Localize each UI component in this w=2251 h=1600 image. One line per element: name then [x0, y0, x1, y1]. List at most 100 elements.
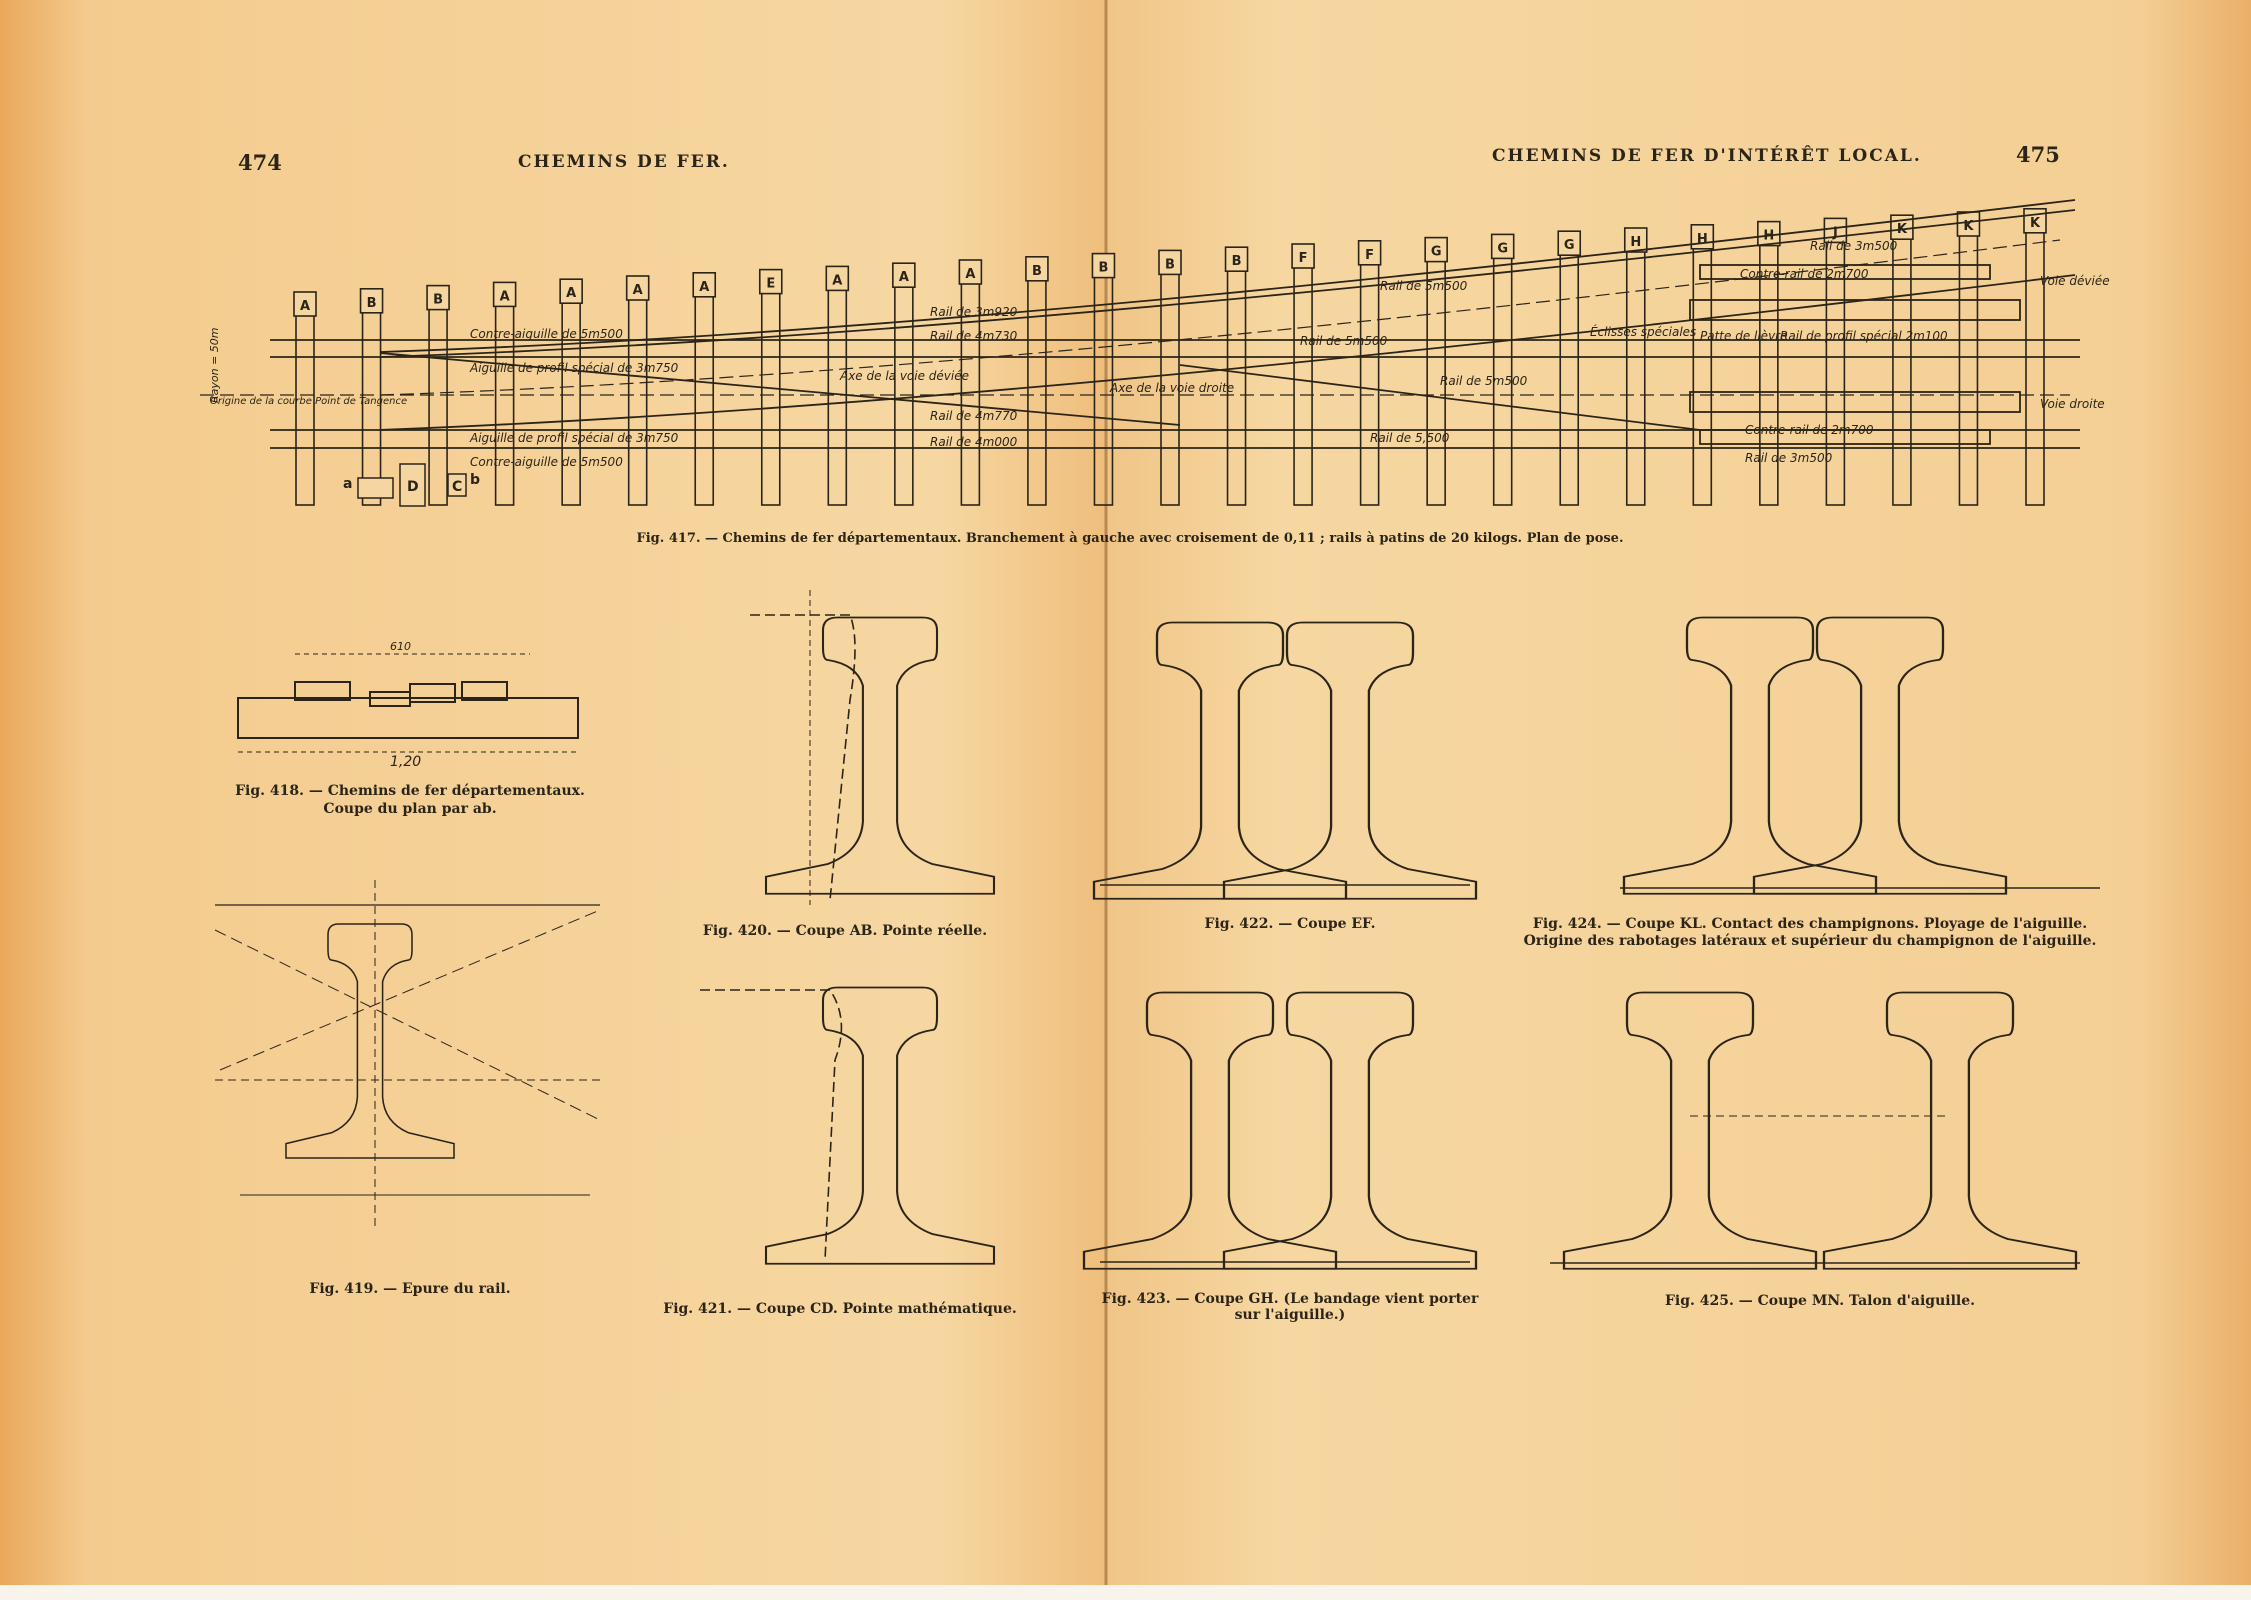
- sleeper-letter: G: [1564, 238, 1575, 253]
- sleeper-letter-box: [758, 268, 783, 295]
- caption-fig424-line2: Origine des rabotages latéraux et supéri…: [1523, 933, 2097, 949]
- label-origine-courbe: Origine de la courbe Point de Tangence: [210, 396, 407, 407]
- fig424-rail-section: [1620, 616, 2100, 895]
- sleeper-letter-box: [692, 271, 717, 298]
- fig418-section-drawing: 610 1,20: [237, 640, 579, 770]
- fig420-rail-section: [750, 590, 996, 905]
- sleeper-letter-box: [825, 265, 850, 292]
- sleeper-letter-box: [359, 287, 384, 314]
- label-eclisses-speciales: Éclisses spéciales: [1590, 324, 1696, 339]
- label-rail-3500-bottom: Rail de 3m500: [1745, 451, 1833, 465]
- label-contre-rail-bottom: Contre-rail de 2m700: [1745, 423, 1874, 437]
- sleeper-letter-box: [958, 259, 983, 285]
- plan-rails: [270, 199, 2080, 449]
- sleeper-letter: G: [1431, 245, 1442, 260]
- label-axe-voie-deviee: Axe de la voie déviée: [839, 369, 969, 383]
- plan-axis-lines: [200, 239, 2070, 396]
- label-rail-profil-special: Rail de profil spécial 2m100: [1780, 329, 1948, 343]
- label-aiguille-top: Aiguille de profil spécial de 3m750: [469, 361, 679, 375]
- section-letter-c: C: [452, 479, 462, 495]
- sleeper-letter-box: [1091, 252, 1116, 279]
- page-number-left: 474: [238, 150, 282, 175]
- sleeper-letter-box: [1557, 230, 1582, 256]
- sleeper-letter: J: [1832, 225, 1838, 240]
- sleeper-letter-box: [892, 262, 916, 289]
- sleeper-letter: B: [1032, 264, 1042, 279]
- label-aiguille-bottom: Aiguille de profil spécial de 3m750: [469, 431, 679, 445]
- sleeper-letter: K: [2030, 216, 2041, 231]
- fig421-rail-section: [700, 986, 996, 1265]
- fig418-dimension-bottom: 1,20: [390, 754, 421, 770]
- fig423-rail-section: [1082, 991, 1478, 1270]
- caption-fig418-line2: Coupe du plan par ab.: [323, 801, 497, 817]
- label-rail-5500-a: Rail de 5m500: [1380, 279, 1468, 293]
- fig425-rail-section: [1550, 991, 2080, 1270]
- sleeper-letter: H: [1630, 235, 1641, 250]
- sleeper-letter: B: [1232, 254, 1242, 269]
- sleeper-letter-box: [625, 275, 650, 301]
- sleeper-letter: A: [832, 273, 842, 288]
- sleeper-letter-box: [1291, 243, 1315, 269]
- sleeper-letter: A: [300, 299, 310, 314]
- sleeper-letter: A: [965, 267, 975, 282]
- section-letter-a: a: [343, 476, 352, 492]
- sleeper-letter: H: [1697, 232, 1708, 247]
- section-letter-b: b: [470, 472, 480, 488]
- sleeper-letter: A: [699, 280, 709, 295]
- sleeper-letter-box: [492, 281, 517, 308]
- sleeper-letter-box: [1623, 227, 1648, 253]
- caption-fig425: Fig. 425. — Coupe MN. Talon d'aiguille.: [1664, 1293, 1976, 1309]
- sleeper-letter: A: [566, 286, 576, 301]
- caption-fig423-line2: sur l'aiguille.): [1234, 1307, 1346, 1323]
- label-rail-3920: Rail de 3m920: [930, 305, 1018, 319]
- sleeper-letter: A: [899, 270, 909, 285]
- plan-labels: Contre-aiguille de 5m500 Aiguille de pro…: [208, 239, 2110, 469]
- label-rail-4770: Rail de 4m770: [930, 409, 1018, 423]
- fig419-rail-epure: [214, 880, 601, 1230]
- sleeper-letter-box: [1357, 240, 1382, 266]
- running-head-right: CHEMINS DE FER D'INTÉRÊT LOCAL.: [1492, 146, 1922, 166]
- plan-section-ab: [357, 463, 467, 507]
- sleeper-letter-box: [426, 284, 450, 311]
- label-contre-aiguille-bottom: Contre-aiguille de 5m500: [470, 455, 623, 469]
- label-voie-droite: Voie droite: [2040, 397, 2105, 411]
- sleeper-letter: B: [367, 296, 377, 311]
- label-rail-4000: Rail de 4m000: [930, 435, 1018, 449]
- sleeper-letter: B: [1099, 261, 1109, 276]
- fig422-rail-section: [1092, 621, 1478, 900]
- sleeper-letter: F: [1365, 248, 1374, 263]
- section-letter-d: D: [407, 479, 419, 495]
- sleeper-letter: F: [1299, 251, 1308, 266]
- label-axe-voie-droite: Axe de la voie droite: [1109, 381, 1234, 395]
- label-rail-5500-d: Rail de 5,500: [1370, 431, 1450, 445]
- sleeper-letter: B: [1165, 257, 1175, 272]
- caption-fig419: Fig. 419. — Epure du rail.: [309, 1281, 511, 1297]
- label-contre-aiguille-top: Contre-aiguille de 5m500: [470, 327, 623, 341]
- sleeper-letter: E: [766, 277, 775, 292]
- label-rayon: Rayon = 50m: [208, 327, 221, 403]
- caption-fig420: Fig. 420. — Coupe AB. Pointe réelle.: [702, 923, 988, 939]
- sleeper-letter-box: [1158, 249, 1182, 276]
- sleeper-letter: A: [500, 289, 510, 304]
- label-rail-5500-b: Rail de 5m500: [1300, 334, 1388, 348]
- fig418-dimension-top: 610: [390, 640, 411, 653]
- page-number-right: 475: [2016, 142, 2060, 167]
- caption-fig423-line1: Fig. 423. — Coupe GH. (Le bandage vient …: [1101, 1291, 1479, 1307]
- sleeper-letter-box: [1224, 246, 1249, 272]
- sleeper-letter-box: [1025, 255, 1049, 282]
- label-rail-5500-c: Rail de 5m500: [1440, 374, 1528, 388]
- caption-fig424-line1: Fig. 424. — Coupe KL. Contact des champi…: [1532, 916, 2088, 932]
- sleeper-letter-box: [1424, 236, 1448, 263]
- caption-fig418-line1: Fig. 418. — Chemins de fer départementau…: [235, 783, 585, 799]
- label-patte-de-lievre: Patte de lièvre: [1700, 329, 1787, 343]
- caption-fig421: Fig. 421. — Coupe CD. Pointe mathématiqu…: [663, 1301, 1017, 1317]
- sleeper-letter-box: [293, 291, 317, 317]
- sleeper-letter-box: [1490, 233, 1515, 260]
- label-rail-4730: Rail de 4m730: [930, 329, 1018, 343]
- caption-fig422: Fig. 422. — Coupe EF.: [1204, 916, 1376, 932]
- sleeper-letter: A: [633, 283, 643, 298]
- caption-fig417: Fig. 417. — Chemins de fer départementau…: [636, 531, 1624, 546]
- sleeper-letter: B: [433, 293, 443, 308]
